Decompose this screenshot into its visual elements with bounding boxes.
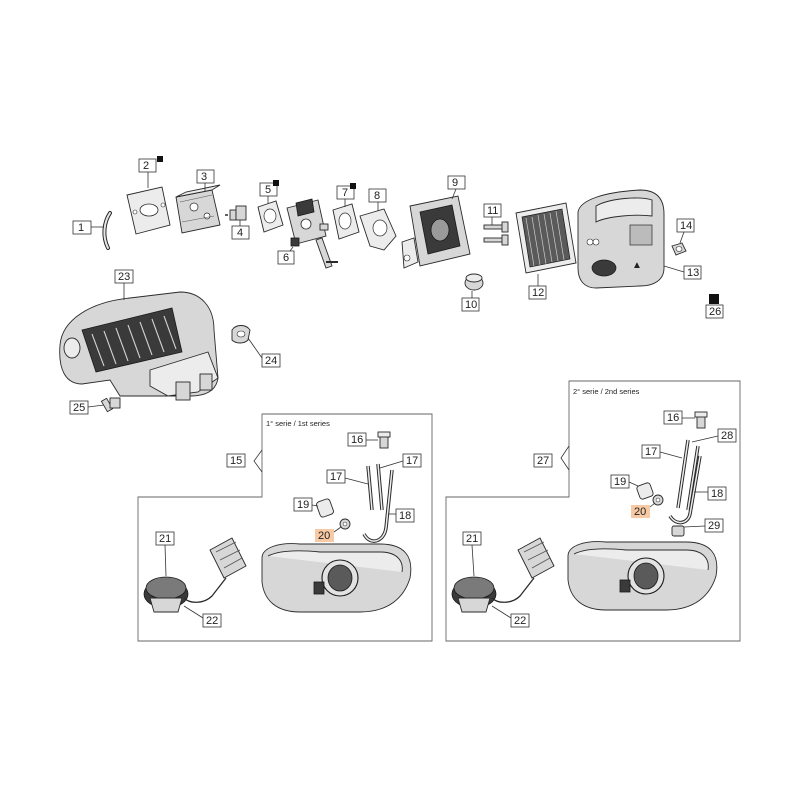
callout-9: 9 xyxy=(452,177,458,189)
s1-part-21-cap xyxy=(143,576,189,613)
callout-27: 27 xyxy=(537,455,549,467)
callout-s1-17b: 17 xyxy=(406,455,418,467)
callout-s1-18: 18 xyxy=(399,510,411,522)
part-10-knob xyxy=(464,273,484,291)
callout-5: 5 xyxy=(265,184,271,196)
callout-s2-21: 21 xyxy=(466,533,478,545)
s1-part-22-strap xyxy=(183,537,247,603)
callout-s2-18: 18 xyxy=(711,488,723,500)
s2-part-19-filter xyxy=(636,482,654,500)
callout-s1-17a: 17 xyxy=(330,471,342,483)
s2-part-20-grommet xyxy=(652,494,664,506)
s1-part-20-grommet xyxy=(339,518,351,530)
part-9-filter-base xyxy=(401,195,471,269)
callout-11: 11 xyxy=(487,205,498,217)
callout-28: 28 xyxy=(721,430,733,442)
s2-part-16-fitting xyxy=(694,411,708,429)
series-2-label: 2° serie / 2nd series xyxy=(573,387,640,396)
callout-s1-19: 19 xyxy=(297,499,309,511)
callout-24: 24 xyxy=(265,355,277,367)
callout-14: 14 xyxy=(680,220,692,232)
s2-part-29-vent xyxy=(671,525,685,537)
s2-part-18-hose xyxy=(668,455,702,525)
black-square-icon xyxy=(350,183,356,189)
callout-7: 7 xyxy=(342,187,348,199)
callout-1: 1 xyxy=(78,222,84,234)
part-2-gasket xyxy=(126,186,171,235)
callout-3: 3 xyxy=(201,171,207,183)
part-23-cover-housing xyxy=(59,291,219,401)
callout-s2-22: 22 xyxy=(514,615,526,627)
callout-highlight xyxy=(315,529,334,542)
series-2-frame xyxy=(445,380,741,642)
s1-fuel-tank xyxy=(261,543,412,613)
callout-15: 15 xyxy=(230,455,242,467)
part-1-hose xyxy=(102,211,112,250)
callout-13: 13 xyxy=(687,267,699,279)
callout-29: 29 xyxy=(708,520,720,532)
callout-s2-19: 19 xyxy=(614,476,626,488)
part-6-carburetor xyxy=(286,198,338,269)
black-square-icon xyxy=(273,180,279,186)
callout-s1-16: 16 xyxy=(351,434,363,446)
s2-part-17-28-tubes xyxy=(676,439,700,511)
callout-s2-16: 16 xyxy=(667,412,679,424)
s2-fuel-tank xyxy=(567,541,718,611)
svg-text:▲: ▲ xyxy=(632,260,642,271)
part-11-screws xyxy=(483,221,509,246)
callout-6: 6 xyxy=(283,252,289,264)
callout-8: 8 xyxy=(374,190,380,202)
part-13-filter-cover: ▲ xyxy=(577,189,665,289)
callout-s1-20: 20 xyxy=(318,530,330,542)
part-3-insulator xyxy=(175,184,221,234)
callout-2: 2 xyxy=(143,160,149,172)
callout-s1-21: 21 xyxy=(159,533,171,545)
s2-part-22-strap xyxy=(491,537,555,603)
black-square-icon xyxy=(709,294,719,304)
callout-26: 26 xyxy=(709,306,721,318)
series-1-label: 1° serie / 1st series xyxy=(266,419,330,428)
callout-s2-17: 17 xyxy=(645,446,657,458)
s1-part-16-fitting xyxy=(377,431,391,449)
callout-s1-22: 22 xyxy=(206,615,218,627)
black-square-icon xyxy=(157,156,163,162)
callout-4: 4 xyxy=(237,227,243,239)
part-12-filter-element xyxy=(515,202,577,274)
part-24-clip xyxy=(231,325,251,344)
s2-part-21-cap xyxy=(451,576,497,613)
callout-s2-20: 20 xyxy=(634,506,646,518)
part-25-screw xyxy=(100,397,121,413)
series-1-frame xyxy=(137,413,433,642)
part-14-nut xyxy=(671,242,687,256)
s1-part-19-filter xyxy=(316,498,334,518)
callout-10: 10 xyxy=(465,299,477,311)
s1-part-17-tubes xyxy=(366,463,384,511)
part-7-gasket xyxy=(332,203,360,240)
callout-25: 25 xyxy=(73,402,85,414)
callout-23: 23 xyxy=(118,271,130,283)
callout-12: 12 xyxy=(532,287,544,299)
callout-highlight xyxy=(631,505,650,518)
s1-part-18-hose xyxy=(362,469,394,543)
part-4-fitting xyxy=(225,205,247,221)
part-8-plate xyxy=(359,208,397,251)
part-5-gasket xyxy=(257,200,284,233)
